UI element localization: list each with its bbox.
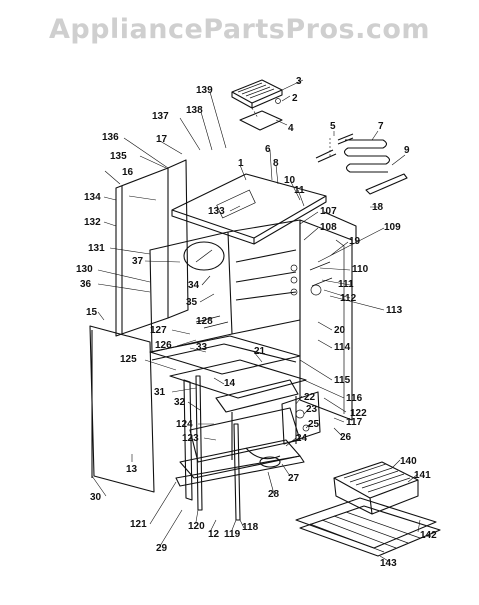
label-142: 142 [420, 530, 437, 541]
label-126: 126 [155, 340, 172, 351]
label-109: 109 [384, 222, 401, 233]
label-28: 28 [268, 489, 280, 500]
label-120: 120 [188, 521, 205, 532]
label-122: 122 [350, 408, 367, 419]
label-19: 19 [349, 236, 361, 247]
label-125: 125 [120, 354, 137, 365]
label-114: 114 [334, 342, 351, 353]
label-15: 15 [86, 307, 98, 318]
label-2: 2 [292, 93, 298, 104]
vent-cap-assembly [231, 79, 304, 131]
label-20: 20 [334, 325, 346, 336]
label-24: 24 [296, 433, 308, 444]
label-30: 30 [90, 492, 102, 503]
label-17: 17 [156, 134, 168, 145]
leader-lines [91, 91, 421, 563]
callout-labels: 3 2 4 139 138 137 136 17 135 16 1 6 8 10… [76, 76, 437, 569]
label-131: 131 [88, 243, 105, 254]
label-26: 26 [340, 432, 352, 443]
label-27: 27 [288, 473, 300, 484]
label-22: 22 [304, 392, 316, 403]
label-32: 32 [174, 397, 186, 408]
label-1: 1 [238, 158, 244, 169]
broiler-pan-and-rack [295, 461, 441, 557]
label-8: 8 [273, 158, 279, 169]
label-112: 112 [340, 293, 357, 304]
label-139: 139 [196, 85, 213, 96]
label-121: 121 [130, 519, 147, 530]
label-134: 134 [84, 192, 101, 203]
label-12: 12 [208, 529, 220, 540]
watermark: AppliancePartsPros.com [48, 14, 431, 45]
label-115: 115 [334, 375, 351, 386]
label-118: 118 [242, 522, 259, 533]
label-34: 34 [188, 280, 200, 291]
label-119: 119 [224, 529, 241, 540]
label-135: 135 [110, 151, 127, 162]
label-13: 13 [126, 464, 138, 475]
label-137: 137 [152, 111, 169, 122]
label-18: 18 [372, 202, 384, 213]
label-23: 23 [306, 404, 318, 415]
label-108: 108 [320, 222, 337, 233]
label-21: 21 [254, 346, 266, 357]
label-113: 113 [386, 305, 403, 316]
label-110: 110 [352, 264, 369, 275]
label-36: 36 [80, 279, 92, 290]
label-143: 143 [380, 558, 397, 569]
label-136: 136 [102, 132, 119, 143]
label-16: 16 [122, 167, 134, 178]
label-107: 107 [320, 206, 337, 217]
label-130: 130 [76, 264, 93, 275]
label-117: 117 [346, 417, 363, 428]
label-128: 128 [196, 316, 213, 327]
label-4: 4 [288, 123, 294, 134]
label-124: 124 [176, 419, 193, 430]
label-111: 111 [338, 279, 354, 290]
label-123: 123 [182, 433, 199, 444]
label-33: 33 [196, 342, 208, 353]
label-11: 11 [294, 185, 305, 196]
label-141: 141 [414, 470, 431, 481]
label-14: 14 [224, 378, 236, 389]
label-37: 37 [132, 256, 144, 267]
label-5: 5 [330, 121, 336, 132]
label-25: 25 [308, 419, 320, 430]
label-29: 29 [156, 543, 168, 554]
label-10: 10 [284, 175, 296, 186]
label-116: 116 [346, 393, 363, 404]
label-9: 9 [404, 145, 410, 156]
label-7: 7 [378, 121, 384, 132]
label-133: 133 [208, 206, 225, 217]
label-140: 140 [400, 456, 417, 467]
label-132: 132 [84, 217, 101, 228]
label-31: 31 [154, 387, 166, 398]
label-6: 6 [265, 144, 271, 155]
label-127: 127 [150, 325, 167, 336]
range-body [89, 159, 357, 521]
label-3: 3 [296, 76, 302, 87]
label-138: 138 [186, 105, 203, 116]
broil-element-assembly [315, 130, 408, 208]
label-35: 35 [186, 297, 198, 308]
